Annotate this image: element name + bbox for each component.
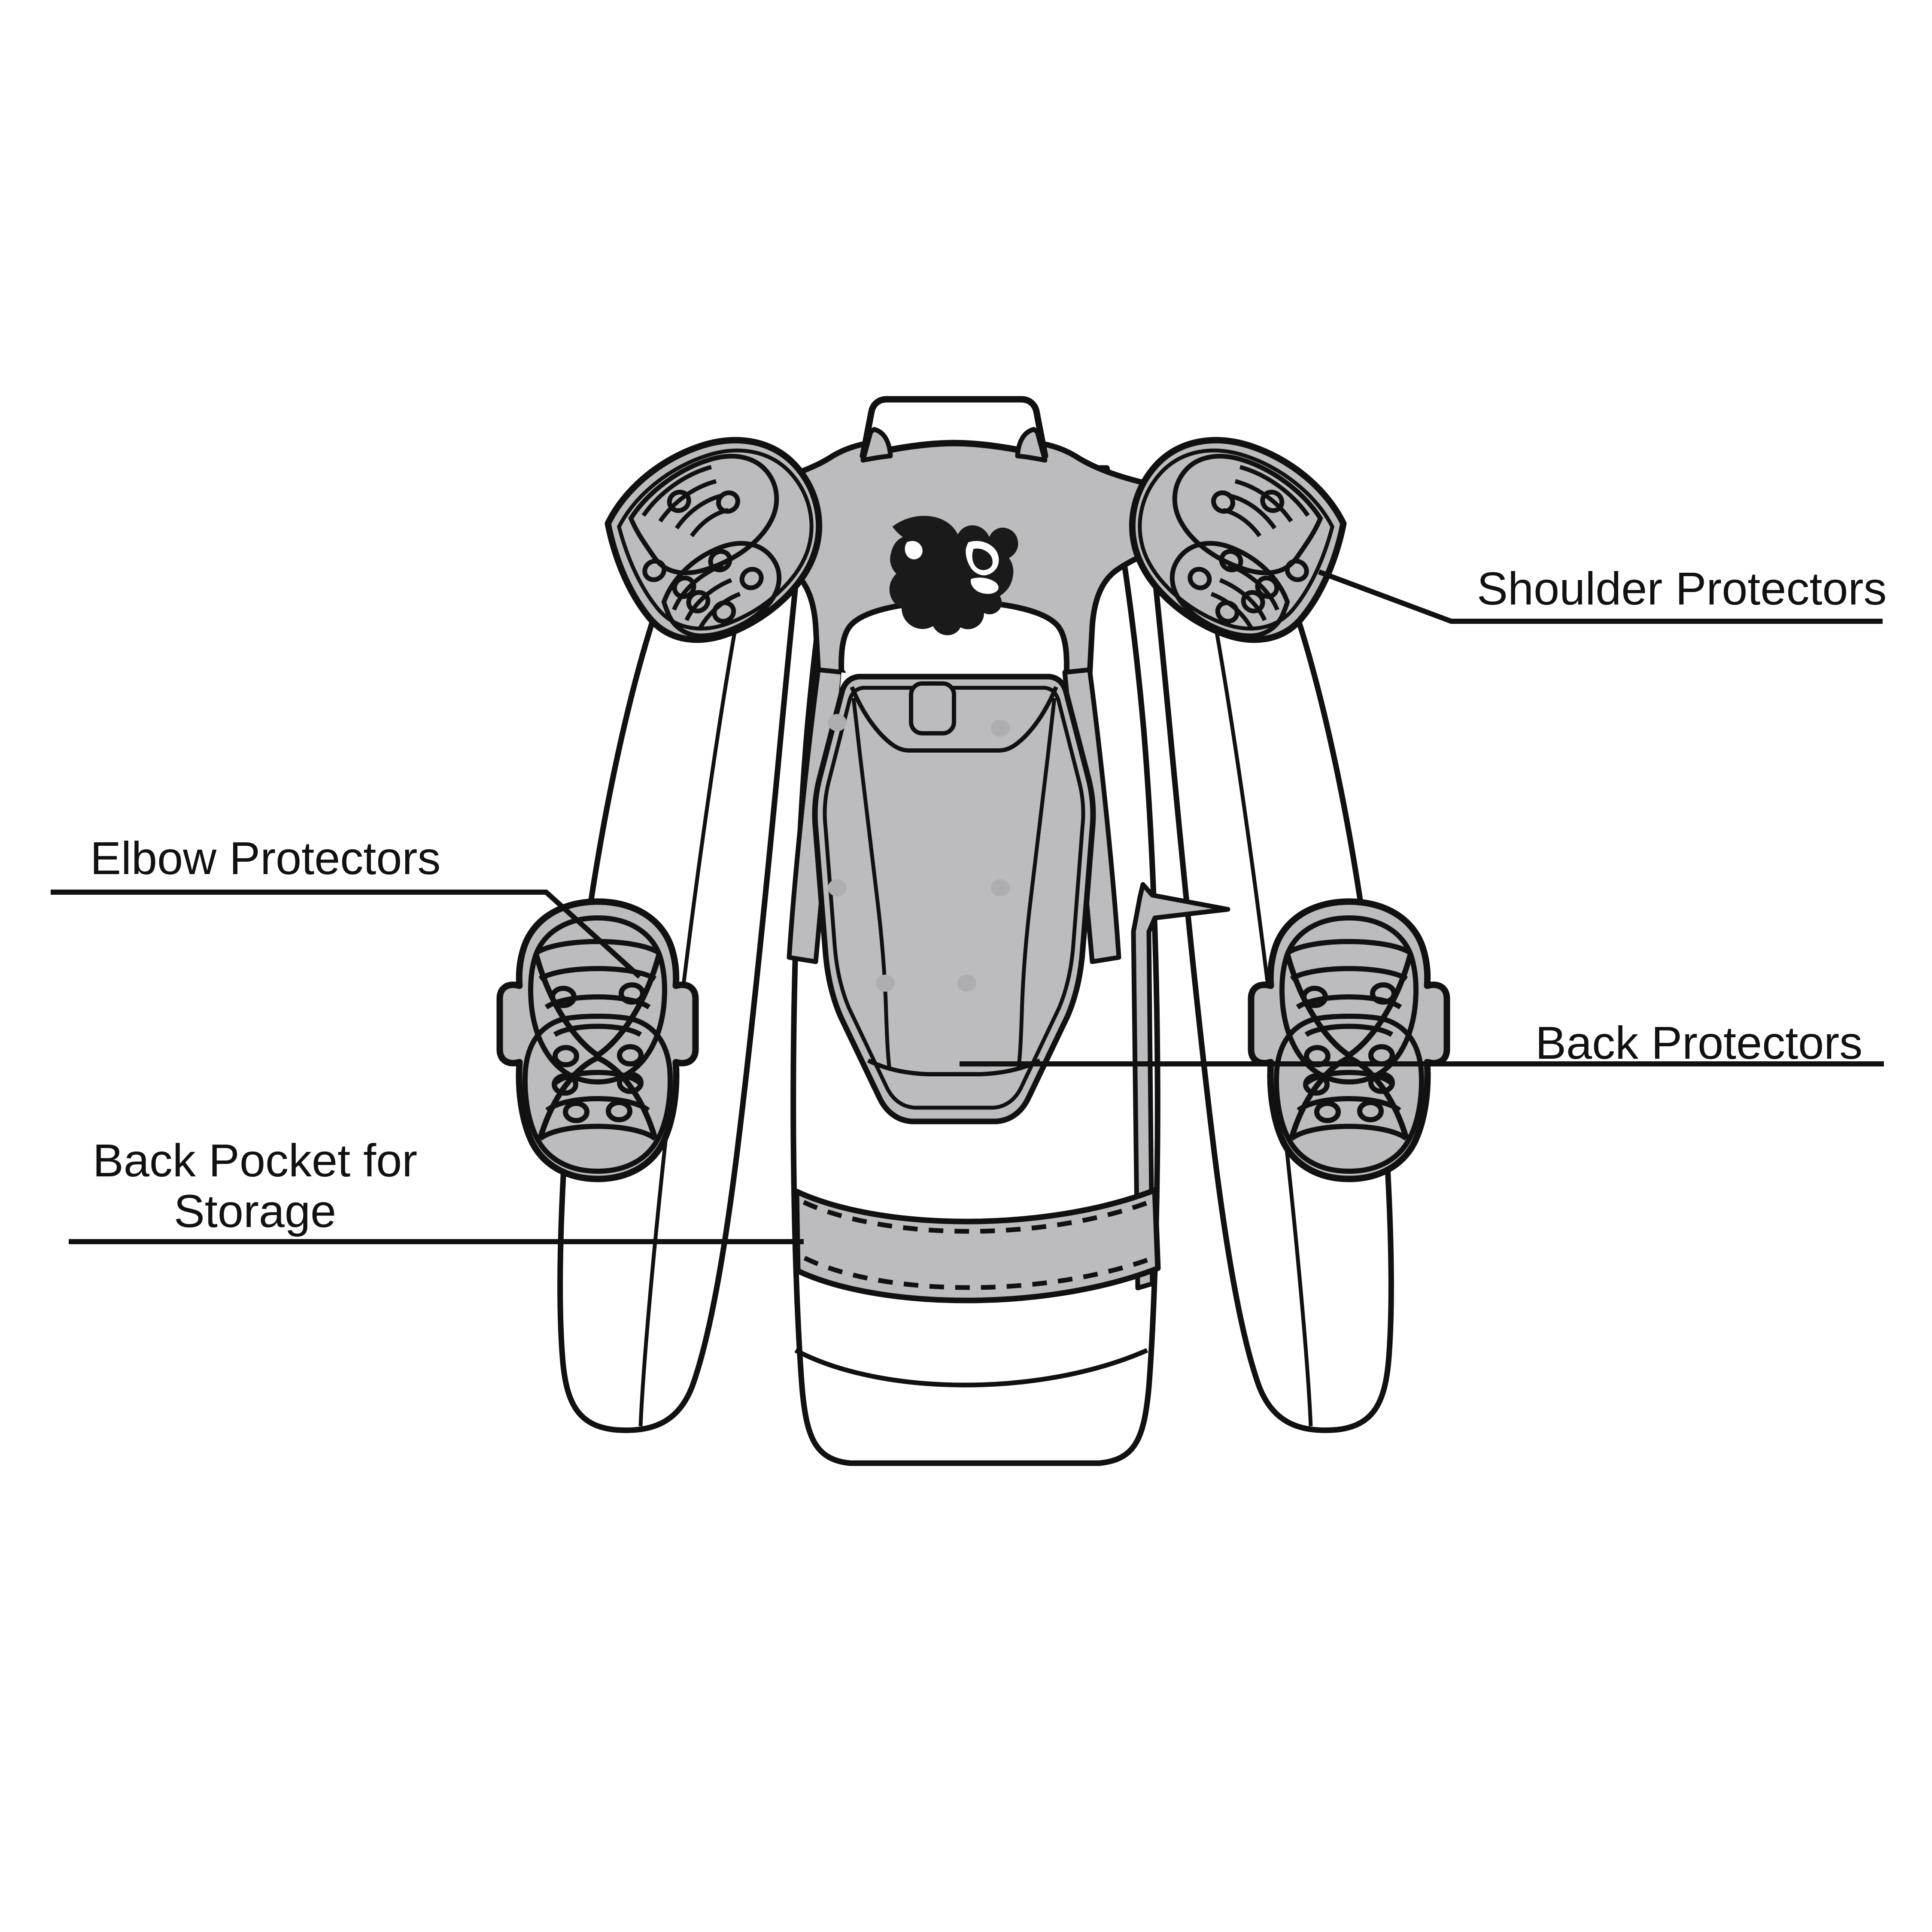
- bear-logo-icon: [889, 516, 1018, 635]
- collar-tab-left: [860, 427, 893, 463]
- collar-tab-right: [1015, 427, 1048, 463]
- callout-back-pocket-for-storage[interactable]: Back Pocket for Storage: [69, 1134, 804, 1244]
- elbow-pad-left: [496, 898, 699, 1182]
- callout-elbow-protectors[interactable]: Elbow Protectors: [51, 832, 642, 979]
- callout-back-protectors[interactable]: Back Protectors: [960, 1017, 1884, 1069]
- callouts-layer: Shoulder Protectors Elbow Protectors Bac…: [51, 562, 1887, 1244]
- back-protector-lower-notch: [867, 1058, 1041, 1076]
- back-protector-panel: [812, 674, 1096, 1124]
- leader-line-elbow-protectors: [51, 890, 642, 979]
- sleeve-left: [557, 508, 807, 1433]
- back-protector-seam-left: [851, 698, 892, 1070]
- back-pocket-band: [793, 1187, 1161, 1303]
- callout-label-back-pocket-for-storage-line2: Storage: [174, 1185, 336, 1237]
- leader-line-shoulder-protectors: [1318, 569, 1883, 624]
- shoulder-pad-right: [1129, 437, 1347, 643]
- callout-label-shoulder-protectors: Shoulder Protectors: [1477, 562, 1887, 614]
- back-protector-studs: [828, 714, 1010, 992]
- collar: [860, 396, 1048, 459]
- elbow-pad-right: [1248, 898, 1450, 1182]
- back-protector-yoke-notch: [850, 686, 1058, 753]
- back-protector-tab: [909, 681, 956, 735]
- back-protector-seam-right: [1016, 698, 1057, 1070]
- back-protector-inner-outline: [823, 686, 1085, 1110]
- callout-label-back-pocket-for-storage-line1: Back Pocket for: [93, 1134, 417, 1186]
- back-pocket-stitch-bottom: [803, 1255, 1154, 1290]
- callout-shoulder-protectors[interactable]: Shoulder Protectors: [1318, 562, 1887, 624]
- callout-label-elbow-protectors: Elbow Protectors: [90, 832, 440, 884]
- hem-seam: [794, 1348, 1148, 1388]
- back-pocket-stitch-top: [802, 1199, 1152, 1234]
- callout-label-back-protectors: Back Protectors: [1535, 1017, 1862, 1069]
- shoulder-pad-left: [605, 437, 823, 643]
